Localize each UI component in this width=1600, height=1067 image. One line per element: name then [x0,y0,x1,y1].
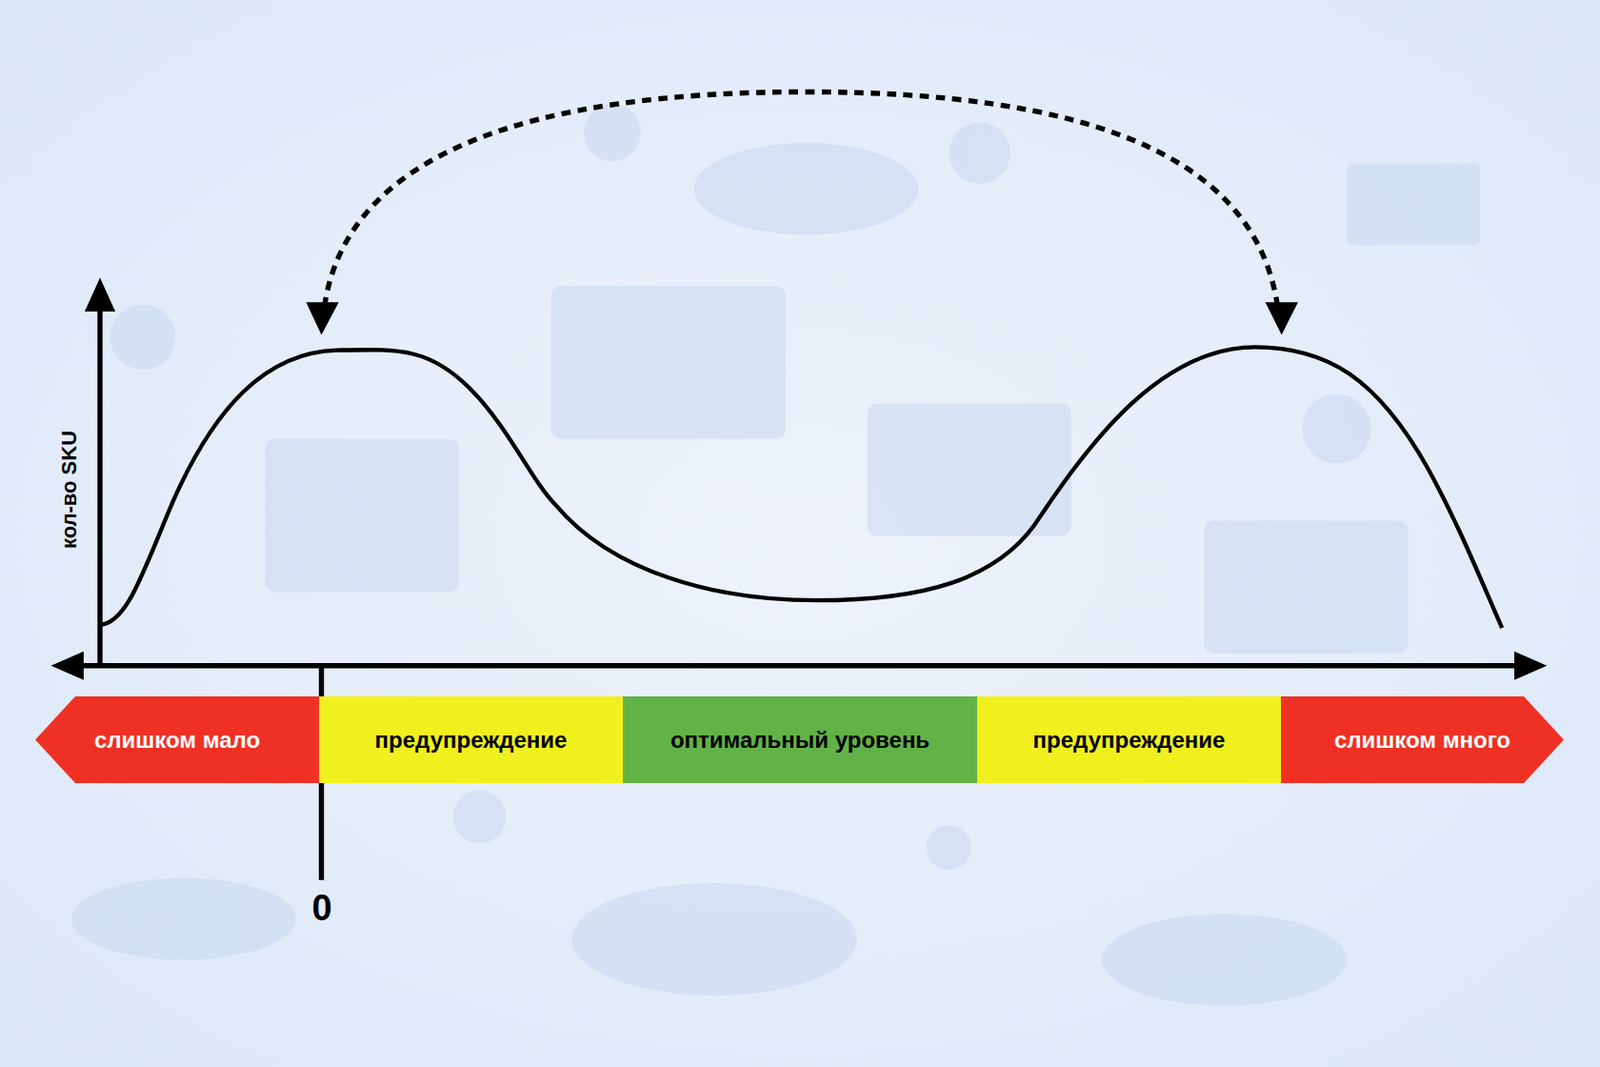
band-fill [622,696,978,783]
band-warning: предупреждение [977,696,1281,783]
background-icons [71,103,1480,1005]
axes [71,300,1526,880]
axis-label: кол-во SKU [57,430,82,549]
band-label: оптимальный уровень [670,724,930,755]
band-label: предупреждение [375,724,568,755]
band-fill [977,696,1281,783]
band-label: слишком много [1334,724,1511,755]
band-too-many: слишком много [1280,696,1564,783]
band-fill [1280,696,1564,783]
axis-arrowheads [51,278,1548,680]
band-warning: предупреждение [319,696,623,783]
band-label: предупреждение [1033,724,1226,755]
arc-arrowheads [305,301,1298,335]
band-optimal: оптимальный уровень [622,696,978,783]
tick-label: 0 [311,887,332,929]
band-fill [35,696,320,783]
dashed-arc [324,91,1279,306]
band-too-few: слишком мало [35,696,320,783]
band-label: слишком мало [94,724,260,755]
band-fill [319,696,623,783]
distribution-curve [100,346,1502,628]
